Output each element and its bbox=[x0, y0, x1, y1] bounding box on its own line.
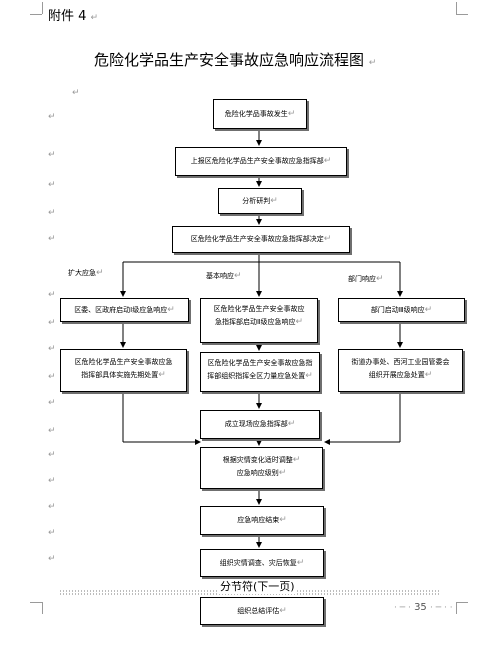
paragraph-mark: ↵ bbox=[48, 372, 56, 382]
paragraph-mark: ↵ bbox=[48, 398, 56, 408]
node-district-disposal: 区危险化学品生产安全事故应急指 挥部组织指挥全区力量应急处置↵ bbox=[200, 352, 320, 392]
paragraph-mark: ↵ bbox=[48, 180, 56, 190]
paragraph-mark: ↵ bbox=[48, 150, 56, 160]
paragraph-mark: ↵ bbox=[48, 426, 56, 436]
crop-mark-tl-v bbox=[42, 2, 43, 14]
paragraph-mark: ↵ bbox=[48, 112, 56, 122]
page-title-row: 危险化学品生产安全事故应急响应流程图 ↵ bbox=[94, 49, 376, 74]
crop-mark-tl-h bbox=[30, 14, 42, 15]
node-analysis: 分析研判↵ bbox=[218, 188, 302, 214]
crop-mark-br-h bbox=[456, 602, 468, 603]
crop-mark-tr-v bbox=[456, 2, 457, 14]
paragraph-mark: ↵ bbox=[90, 13, 99, 23]
page-title: 危险化学品生产安全事故应急响应流程图 bbox=[94, 51, 365, 69]
paragraph-mark: ↵ bbox=[48, 318, 56, 328]
page-number-row: · ─ · 35 · ─ · · bbox=[394, 602, 453, 613]
node-initial-disposal: 区危险化学品生产安全事故应急 指挥部具体实施先期处置↵ bbox=[60, 349, 187, 392]
paragraph-mark: ↵ bbox=[72, 88, 80, 98]
node-level2-response: 区危险化学品生产安全事故应 急指挥部启动Ⅱ级应急响应↵ bbox=[200, 298, 318, 343]
node-report-command: 上报区危险化学品生产安全事故应急指挥部↵ bbox=[175, 147, 347, 176]
annex-label: 附件 4 bbox=[48, 9, 87, 24]
annex-label-row: 附件 4 ↵ bbox=[48, 8, 98, 27]
node-summary-evaluation: 组织总结评估↵ bbox=[200, 597, 324, 625]
page-number: 35 bbox=[414, 602, 427, 613]
paragraph-mark: ↵ bbox=[48, 450, 56, 460]
branch-label-expand: 扩大应急↵ bbox=[68, 268, 104, 278]
paragraph-mark: ↵ bbox=[48, 344, 56, 354]
node-investigation-recovery: 组织灾情调查、灾后恢复↵ bbox=[200, 549, 324, 577]
node-level1-response: 区委、区政府启动Ⅰ级应急响应↵ bbox=[60, 298, 189, 322]
node-command-decision: 区危险化学品生产安全事故应急指挥部决定↵ bbox=[172, 226, 350, 253]
paragraph-mark: ↵ bbox=[368, 58, 377, 68]
paragraph-mark: ↵ bbox=[48, 528, 56, 538]
paragraph-mark: ↵ bbox=[48, 476, 56, 486]
branch-label-dept: 部门响应↵ bbox=[348, 274, 384, 284]
paragraph-mark: ↵ bbox=[48, 290, 56, 300]
node-onsite-command: 成立现场应急指挥部↵ bbox=[200, 410, 320, 439]
crop-mark-br-v bbox=[456, 602, 457, 614]
branch-label-basic: 基本响应↵ bbox=[206, 271, 242, 281]
node-response-end: 应急响应结束↵ bbox=[200, 506, 324, 535]
paragraph-mark: ↵ bbox=[48, 234, 56, 244]
crop-mark-bl-h bbox=[30, 602, 42, 603]
node-incident-occurs: 危险化学品事故发生↵ bbox=[213, 99, 307, 129]
section-break-label: 分节符(下一页) bbox=[218, 580, 297, 594]
node-street-disposal: 街道办事处、西河工业园管委会 组织开展应急处置↵ bbox=[338, 349, 463, 392]
crop-mark-bl-v bbox=[42, 602, 43, 614]
paragraph-mark: ↵ bbox=[48, 208, 56, 218]
node-level3-response: 部门启动Ⅲ级响应↵ bbox=[338, 298, 465, 322]
paragraph-mark: ↵ bbox=[48, 554, 56, 564]
paragraph-mark: ↵ bbox=[48, 502, 56, 512]
node-adjust-level: 根据灾情变化适时调整↵ 应急响应级别↵ bbox=[200, 447, 323, 489]
crop-mark-tr-h bbox=[456, 14, 468, 15]
